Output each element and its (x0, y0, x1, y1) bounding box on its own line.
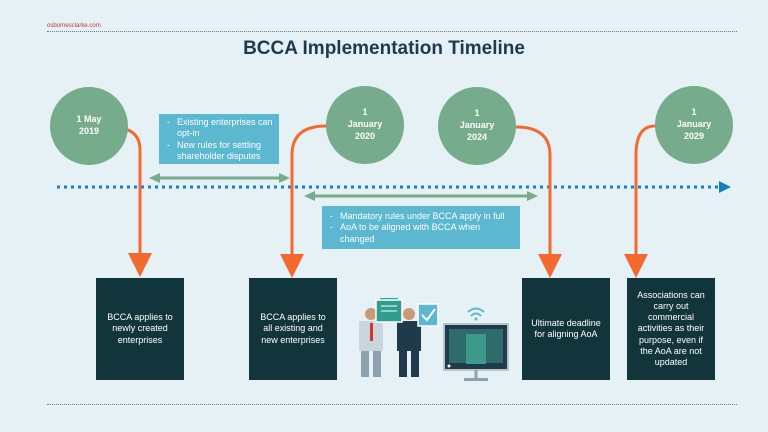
milestone-label: 1 May 2019 (76, 114, 102, 136)
milestone-label: 1 January 2024 (459, 108, 495, 142)
milestone-2019: 1 May 2019 (50, 87, 128, 165)
bottom-divider (47, 404, 737, 405)
event-text: Associations can carry out commercial ac… (637, 289, 705, 368)
monitor-building-icon (443, 323, 509, 381)
note-optin: Existing enterprises can opt-in New rule… (159, 114, 279, 164)
connector-2024 (515, 125, 562, 278)
note-item: Mandatory rules under BCCA apply in full (328, 211, 514, 223)
connector-2029 (624, 124, 656, 278)
event-text: BCCA applies to newly created enterprise… (107, 312, 173, 345)
event-text: BCCA applies to all existing and new ent… (260, 312, 326, 345)
milestone-label: 1 January 2020 (347, 107, 383, 141)
milestone-2020: 1 January 2020 (326, 86, 404, 164)
milestone-2029: 1 January 2029 (655, 86, 733, 164)
connector-2020 (280, 124, 327, 278)
timeline-arrowhead (719, 181, 731, 193)
event-box-2024: Ultimate deadline for aligning AoA (522, 278, 610, 380)
period-arrow-mandatory (304, 191, 538, 201)
note-mandatory: Mandatory rules under BCCA apply in full… (322, 206, 520, 249)
milestone-2024: 1 January 2024 (438, 87, 516, 165)
wifi-icon (467, 307, 485, 321)
brand-url: osbornesclarke.com (47, 23, 101, 29)
milestone-label: 1 January 2029 (676, 107, 712, 141)
event-box-2029: Associations can carry out commercial ac… (627, 278, 715, 380)
event-box-2020: BCCA applies to all existing and new ent… (249, 278, 337, 380)
note-item: AoA to be aligned with BCCA when changed (328, 222, 514, 245)
page-title: BCCA Implementation Timeline (243, 38, 525, 59)
top-divider (47, 31, 737, 32)
event-text: Ultimate deadline for aligning AoA (531, 317, 601, 339)
period-arrow-optin (149, 173, 290, 183)
checklist-board-icon (375, 299, 439, 327)
event-box-2019: BCCA applies to newly created enterprise… (96, 278, 184, 380)
note-item: New rules for settling shareholder dispu… (165, 140, 273, 163)
note-item: Existing enterprises can opt-in (165, 117, 273, 140)
